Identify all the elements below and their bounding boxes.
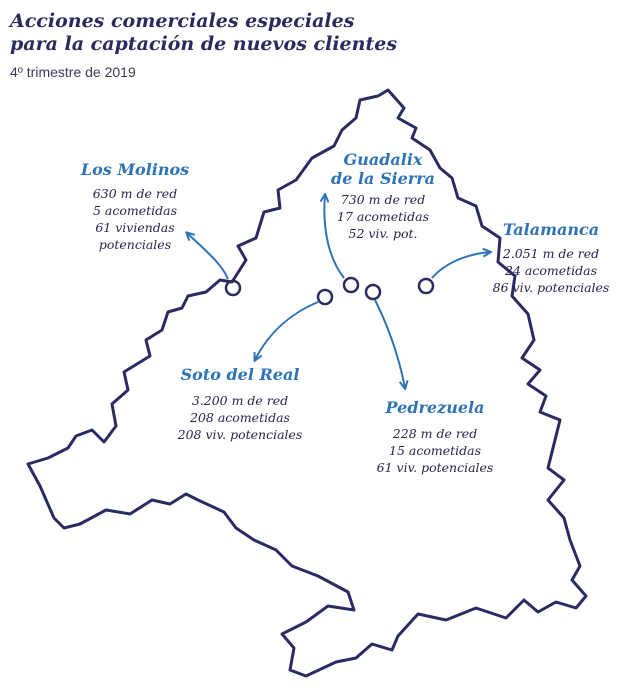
location-stat: potenciales xyxy=(98,237,172,252)
location-stat: 15 acometidas xyxy=(389,443,481,458)
location-pedrezuela: Pedrezuela 228 m de red 15 acometidas 61… xyxy=(350,398,520,476)
location-stat: 2.051 m de red xyxy=(502,246,600,261)
marker-pedrezuela xyxy=(364,283,382,301)
arrow-los-molinos xyxy=(187,233,229,280)
location-name: Guadalix xyxy=(343,150,423,169)
arrow-soto-del-real xyxy=(255,301,319,360)
title-line-1: Acciones comerciales especiales xyxy=(10,10,355,32)
title-line-2: para la captación de nuevos clientes xyxy=(10,33,398,55)
location-stat: 730 m de red xyxy=(340,192,426,207)
marker-soto-del-real xyxy=(316,288,334,306)
location-stat: 86 viv. potenciales xyxy=(492,280,610,295)
region-outline xyxy=(26,88,588,678)
marker-los-molinos xyxy=(224,279,242,297)
location-name: de la Sierra xyxy=(331,169,435,188)
arrows xyxy=(187,195,490,388)
location-name: Soto del Real xyxy=(180,365,300,384)
location-talamanca: Talamanca 2.051 m de red 24 acometidas 8… xyxy=(478,220,624,296)
location-soto-del-real: Soto del Real 3.200 m de red 208 acometi… xyxy=(155,365,325,443)
location-stat: 630 m de red xyxy=(92,186,178,201)
location-stat: 61 viv. potenciales xyxy=(376,460,494,475)
location-los-molinos: Los Molinos 630 m de red 5 acometidas 61… xyxy=(60,160,210,253)
location-name: Los Molinos xyxy=(80,160,190,179)
location-stat: 208 acometidas xyxy=(190,410,290,425)
location-stat: 52 viv. pot. xyxy=(348,226,418,241)
location-markers xyxy=(224,276,435,306)
arrow-guadalix xyxy=(324,195,345,279)
location-stat: 17 acometidas xyxy=(337,209,429,224)
location-name: Talamanca xyxy=(502,220,600,239)
location-stat: 208 viv. potenciales xyxy=(177,427,303,442)
marker-guadalix xyxy=(342,276,360,294)
location-guadalix: Guadalix de la Sierra 730 m de red 17 ac… xyxy=(318,150,448,242)
location-stat: 228 m de red xyxy=(392,426,478,441)
location-stat: 24 acometidas xyxy=(505,263,597,278)
marker-talamanca xyxy=(417,277,435,295)
arrow-talamanca xyxy=(431,252,490,279)
location-stat: 5 acometidas xyxy=(92,203,178,218)
location-stat: 61 viviendas xyxy=(95,220,175,235)
location-name: Pedrezuela xyxy=(385,398,485,417)
arrow-pedrezuela xyxy=(374,299,405,388)
page-subtitle: 4º trimestre de 2019 xyxy=(10,64,136,80)
page-title: Acciones comerciales especiales para la … xyxy=(10,10,397,56)
location-stat: 3.200 m de red xyxy=(191,393,289,408)
